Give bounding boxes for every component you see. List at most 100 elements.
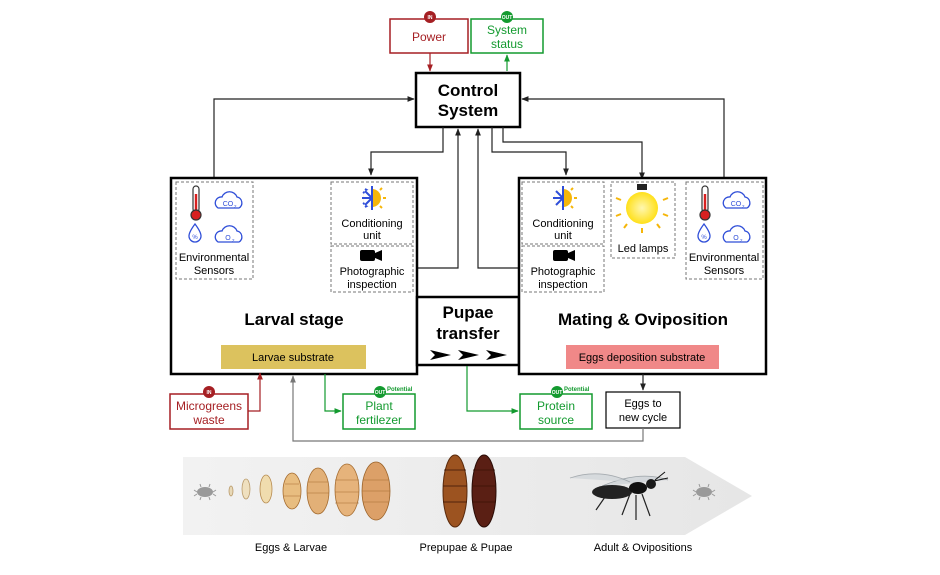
- egg-cluster-icon: [193, 483, 217, 501]
- mating-photo-label-line2: inspection: [538, 279, 588, 291]
- protein-potential-tag: Potential: [564, 387, 590, 393]
- co2-label: CO: [223, 201, 234, 208]
- larval-conditioning-label-line1: Conditioning: [341, 218, 402, 230]
- larvae-sequence-icon: [228, 461, 391, 521]
- mating-sensors-label-line1: Environmental: [689, 252, 759, 264]
- co2-sub-label: 2: [742, 204, 745, 209]
- protein-label-line1: Protein: [537, 399, 575, 413]
- larval-photo-label-line1: Photographic: [340, 266, 405, 278]
- larval-stage-title: Larval stage: [244, 310, 343, 329]
- larval-photo-to-control: [417, 128, 461, 269]
- mating-photo-to-control: [475, 128, 519, 269]
- larval-sensor-feedback: [213, 96, 415, 177]
- larvae-substrate-bar: [221, 345, 366, 369]
- out-badge-icon: [374, 386, 386, 398]
- control-to-mating-conditioning: [491, 127, 569, 176]
- co2-label: CO: [731, 201, 742, 208]
- mating-sensors-label-line2: Sensors: [704, 265, 745, 277]
- protein-arrow: [466, 366, 519, 414]
- eggs-return-loop: [290, 375, 644, 442]
- fertilizer-arrow: [324, 374, 342, 414]
- power-label: Power: [412, 30, 446, 44]
- eggs-new-cycle-box: Eggs to new cycle: [605, 391, 681, 429]
- svg-text:%: %: [701, 235, 707, 241]
- larval-stage-box: CO 2 % O 2 Environmental Sensors: [169, 176, 419, 376]
- o2-label: O: [733, 235, 739, 242]
- mating-env-sensors: CO 2 % O 2 Environmental Sensors: [685, 181, 764, 280]
- mating-photo-label-line1: Photographic: [531, 266, 596, 278]
- larval-photographic-inspection: Photographic inspection: [330, 245, 414, 293]
- control-system-box: Control System: [414, 71, 522, 129]
- camera-icon: [360, 250, 382, 261]
- pupae-title-line1: Pupae: [442, 303, 493, 322]
- larval-conditioning-label-line2: unit: [363, 230, 381, 242]
- in-badge-icon: [424, 11, 436, 23]
- in-badge-icon: [203, 386, 215, 398]
- pupae-sequence-icon: [442, 454, 497, 528]
- system-status-output: OUT System status: [470, 11, 544, 54]
- larval-photo-label-line2: inspection: [347, 279, 397, 291]
- o2-cloud-icon: O 2: [722, 225, 751, 243]
- microgreens-label-line2: waste: [192, 413, 225, 427]
- larvae-substrate-label: Larvae substrate: [252, 352, 334, 364]
- snow-sun-icon: [553, 186, 577, 210]
- control-to-led: [502, 127, 645, 180]
- co2-cloud-icon: CO 2: [722, 191, 751, 209]
- eggs-substrate-bar: [566, 345, 719, 369]
- humidity-icon: %: [188, 222, 202, 243]
- protein-label-line2: source: [538, 413, 574, 427]
- mating-conditioning-label-line1: Conditioning: [532, 218, 593, 230]
- fertilizer-potential-tag: Potential: [387, 387, 413, 393]
- fertilizer-label-line2: fertilezer: [356, 413, 402, 427]
- mating-title: Mating & Oviposition: [558, 310, 728, 329]
- larval-conditioning-unit: Conditioning unit: [330, 181, 414, 245]
- control-title-line2: System: [438, 101, 498, 120]
- plant-fertilizer-output: OUT Potential Plant fertilezer: [342, 386, 416, 430]
- light-bulb-icon: [615, 184, 669, 233]
- pupae-transfer-box: Pupae transfer: [415, 295, 521, 367]
- larval-env-sensors: CO 2 % O 2 Environmental Sensors: [175, 181, 254, 280]
- lifecycle-label-adult: Adult & Ovipositions: [594, 542, 693, 554]
- led-lamps-unit: Led lamps: [610, 181, 676, 259]
- protein-badge: OUT: [552, 390, 563, 396]
- microgreens-arrow: [248, 372, 263, 412]
- led-lamps-label: Led lamps: [618, 243, 669, 255]
- status-label-line2: status: [491, 37, 523, 51]
- camera-icon: [553, 250, 575, 261]
- out-badge-icon: [501, 11, 513, 23]
- svg-text:%: %: [192, 235, 198, 241]
- fertilizer-badge: OUT: [375, 390, 386, 396]
- eggs-cycle-label-line2: new cycle: [619, 412, 667, 424]
- mating-photographic-inspection: Photographic inspection: [521, 245, 605, 293]
- snow-sun-icon: [362, 186, 386, 210]
- mating-conditioning-unit: Conditioning unit: [521, 181, 605, 245]
- thermometer-icon: [190, 185, 202, 221]
- microgreens-badge: IN: [207, 390, 212, 396]
- o2-sub-label: 2: [740, 238, 743, 243]
- status-badge: OUT: [502, 15, 513, 21]
- control-connectors: [213, 96, 725, 269]
- status-label-line1: System: [487, 23, 527, 37]
- control-title-line1: Control: [438, 81, 498, 100]
- eggs-cycle-label-line1: Eggs to: [624, 398, 661, 410]
- microgreens-input: IN Microgreens waste: [169, 386, 249, 430]
- o2-sub-label: 2: [232, 238, 235, 243]
- mating-oviposition-box: Conditioning unit Photographic inspectio…: [517, 176, 768, 376]
- power-badge: IN: [428, 15, 433, 21]
- co2-sub-label: 2: [234, 204, 237, 209]
- o2-label: O: [225, 235, 231, 242]
- o2-cloud-icon: O 2: [214, 225, 243, 243]
- transfer-arrowheads-icon: [430, 350, 507, 360]
- pupae-title-line2: transfer: [436, 324, 500, 343]
- control-to-larval-conditioning: [368, 127, 444, 176]
- co2-cloud-icon: CO 2: [214, 191, 243, 209]
- lifecycle-band: [183, 454, 752, 535]
- lifecycle-label-eggs-larvae: Eggs & Larvae: [255, 542, 327, 554]
- protein-source-output: OUT Potential Protein source: [519, 386, 593, 430]
- mating-sensor-feedback: [521, 96, 725, 177]
- power-input: IN Power: [389, 11, 469, 54]
- eggs-substrate-label: Eggs deposition substrate: [579, 352, 706, 364]
- mating-conditioning-label-line2: unit: [554, 230, 572, 242]
